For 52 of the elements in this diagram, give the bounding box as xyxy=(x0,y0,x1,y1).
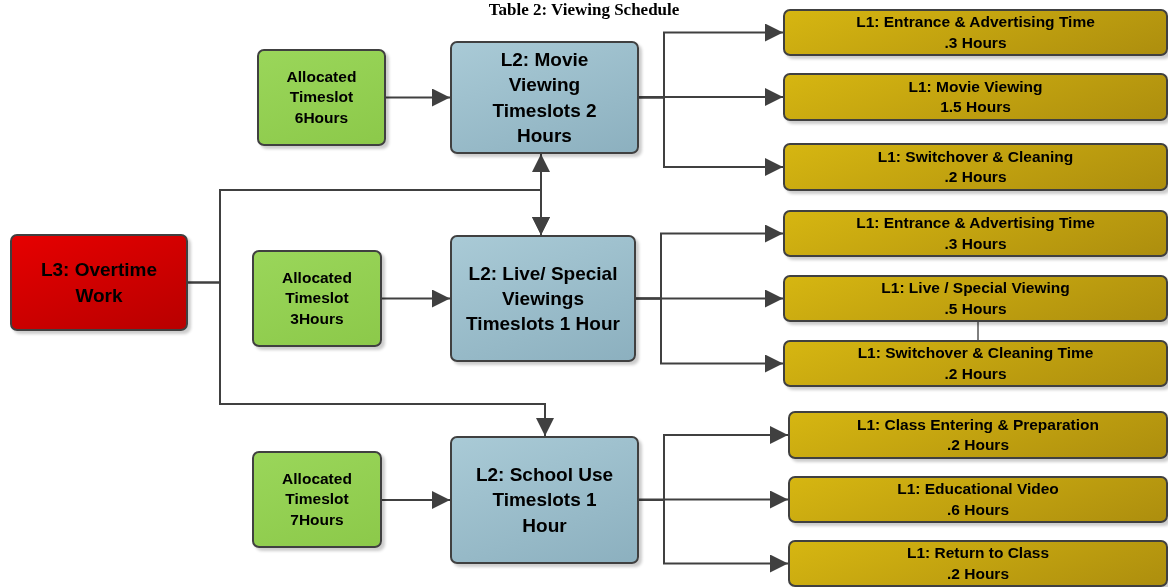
step-name: L1: Entrance & Advertising Time xyxy=(855,12,1096,33)
arrow xyxy=(381,491,451,509)
diagram-title: Table 2: Viewing Schedule xyxy=(487,0,681,20)
level2-box xyxy=(450,235,636,362)
allocation-box xyxy=(257,49,386,146)
step-name: L1: Class Entering & Preparation xyxy=(856,414,1100,435)
arrow xyxy=(381,289,451,308)
node-label: L2: Movie Viewing Timeslots 2 Hours xyxy=(491,48,598,148)
duration-text: .2 Hours xyxy=(943,167,1008,187)
node-label: L2: Live/ Special Viewings Timeslots 1 Hour xyxy=(465,261,621,337)
node-label: L3: Overtime Work xyxy=(39,258,159,308)
allocation-box xyxy=(252,451,382,548)
level1-box xyxy=(783,340,1168,387)
step-name: L1: Switchover & Cleaning xyxy=(876,146,1075,167)
level1-box xyxy=(783,73,1168,121)
duration-text: .2 Hours xyxy=(946,435,1010,455)
node-label: Allocated Timeslot 7Hours xyxy=(281,468,353,530)
step-name: L1: Educational Video xyxy=(896,479,1060,500)
level1-box xyxy=(783,210,1168,257)
arrow xyxy=(187,281,554,437)
step-name: L1: Entrance & Advertising Time xyxy=(855,213,1096,234)
allocation-box xyxy=(252,250,382,347)
level1-box xyxy=(788,540,1168,587)
step-name: L1: Switchover & Cleaning Time xyxy=(856,343,1095,364)
step-name: L1: Live / Special Viewing xyxy=(880,278,1071,299)
node-label: Allocated Timeslot 3Hours xyxy=(281,267,353,329)
arrow xyxy=(385,88,451,107)
connector-line xyxy=(977,321,979,341)
duration-text: .3 Hours xyxy=(943,233,1008,254)
step-name: L1: Return to Class xyxy=(905,543,1051,564)
node-label: L2: School Use Timeslots 1 Hour xyxy=(474,463,615,538)
node-label: Allocated Timeslot 6Hours xyxy=(285,66,358,128)
level1-box xyxy=(788,476,1168,523)
level3-box xyxy=(10,234,188,331)
arrow xyxy=(638,96,784,176)
duration-text: .6 Hours xyxy=(946,499,1010,520)
level1-box xyxy=(783,143,1168,191)
arrow xyxy=(532,153,550,236)
level1-box xyxy=(783,9,1168,56)
arrow xyxy=(635,297,784,373)
level1-box xyxy=(783,275,1168,322)
duration-text: .5 Hours xyxy=(943,298,1008,319)
arrow xyxy=(638,499,789,573)
duration-text: .3 Hours xyxy=(943,32,1008,53)
duration-text: .2 Hours xyxy=(943,363,1008,384)
arrow xyxy=(638,88,784,106)
level2-box xyxy=(450,436,639,564)
duration-text: 1.5 Hours xyxy=(939,97,1012,117)
level1-box xyxy=(788,411,1168,459)
step-name: L1: Movie Viewing xyxy=(907,76,1044,97)
duration-text: .2 Hours xyxy=(946,563,1010,584)
level2-box xyxy=(450,41,639,154)
